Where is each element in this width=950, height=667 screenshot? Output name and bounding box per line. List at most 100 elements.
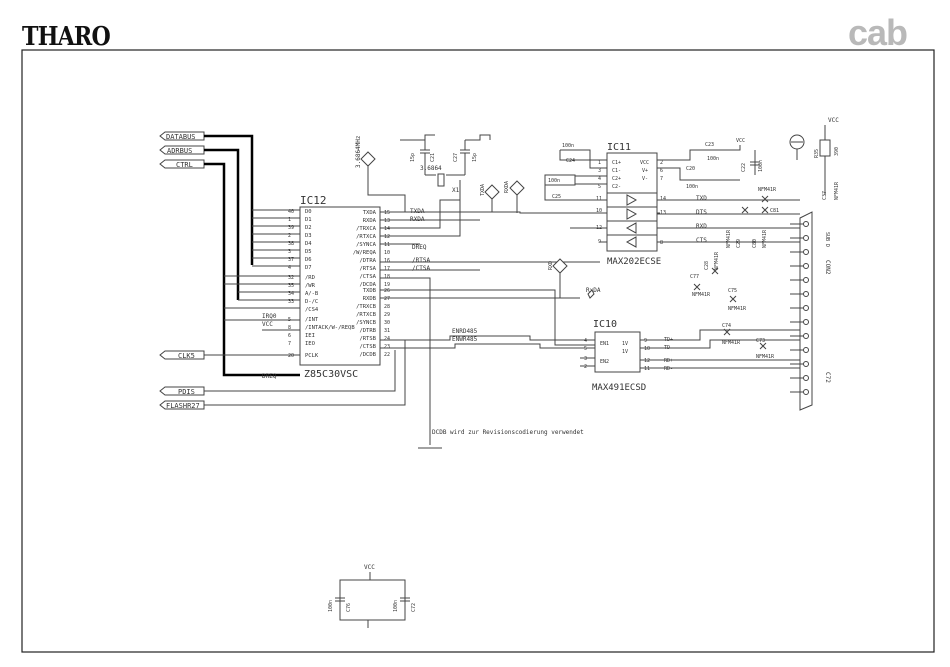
ic12-pin-left: /INTACK/W-/REQB (305, 325, 355, 331)
ic12-pin-num-right: 19 (384, 282, 390, 288)
dcdb-note: DCDB wird zur Revisionscodierung verwend… (432, 429, 584, 436)
svg-text:100n: 100n (548, 178, 560, 184)
svg-text:NFM41R: NFM41R (692, 292, 711, 298)
svg-text:EN2: EN2 (600, 359, 609, 365)
c27: C27 15p (453, 140, 478, 175)
dreq-label-left: DREQ (262, 373, 277, 380)
ic12-pin-num-right: 24 (384, 336, 390, 342)
db25-pin (803, 375, 809, 381)
ic12-pin-num-right: 11 (384, 242, 390, 248)
schematic-frame (21, 49, 935, 653)
ic12-pin-num-left: 33 (288, 299, 294, 305)
svg-text:RD-: RD- (664, 366, 673, 372)
dcap1-name: C76 (346, 603, 352, 612)
svg-text:C23: C23 (705, 142, 714, 148)
svg-text:C1+: C1+ (612, 160, 621, 166)
adrbus-line (204, 148, 240, 300)
test-point-diamond-1 (360, 151, 376, 167)
ic12-pin-left: /INT (305, 317, 319, 323)
svg-text:2: 2 (660, 160, 663, 166)
svg-text:NFM41R: NFM41R (714, 251, 720, 270)
test-point-txda (484, 184, 500, 200)
db25-pin (803, 235, 809, 241)
ctrl-taps (224, 275, 300, 321)
nfm-filter-labels: NFM41R C81 NFM41R C29 C80 NFM41R C28 NFM… (690, 187, 779, 360)
svg-text:100n: 100n (758, 160, 764, 172)
db25-pin (803, 263, 809, 269)
port-ctrl: CTRL (159, 159, 205, 169)
nfm-vert-label2: NFM41R (834, 181, 840, 200)
ic12-pin-num-left: 1 (288, 217, 291, 223)
ic12-pin-num-left: 7 (288, 341, 291, 347)
svg-text:9: 9 (598, 239, 601, 245)
ic12-pin-num-left: 32 (288, 275, 294, 281)
c21-top (400, 134, 435, 141)
port-adrbus: ADRBUS (159, 145, 205, 155)
chassis-wire (791, 141, 803, 160)
ic12-label: IC12 (300, 194, 327, 207)
svg-text:DATABUS: DATABUS (166, 133, 196, 141)
ic12-pin-right: /RTSA (359, 266, 376, 272)
ic12-pin-num-right: 23 (384, 344, 390, 350)
databus-line (204, 134, 254, 265)
svg-text:7: 7 (660, 176, 663, 182)
ic12-pin-num-right: 31 (384, 328, 390, 334)
vcc-label-ic12: VCC (262, 321, 273, 328)
ic12-pin-num-right: 28 (384, 304, 390, 310)
svg-text:14: 14 (660, 196, 666, 202)
ic12-pin-right: /RTXCA (356, 234, 377, 240)
ic12-pin-num-right: 15 (384, 210, 390, 216)
ic12-pin-num-left: 35 (288, 283, 294, 289)
ic11-pin-numbers: 1 3 4 5 11 10 12 9 2 6 14 7 13 8 (596, 160, 666, 246)
ic11-part: MAX202ECSE (607, 257, 661, 267)
db25-pin (803, 249, 809, 255)
svg-text:VCC: VCC (736, 138, 745, 144)
txda-net-label: TXDA (410, 208, 425, 215)
cab-logo: cab (848, 12, 908, 53)
ic12-pin-right: RXDB (363, 296, 377, 302)
ic12-pin-right: /RTXCB (356, 312, 377, 318)
db25-pin (803, 305, 809, 311)
svg-text:11: 11 (596, 196, 602, 202)
ic12-pin-left: D5 (305, 249, 312, 255)
ic12-pin-left: D-/C (305, 299, 318, 305)
tharo-logo: THARO (22, 22, 111, 52)
port-databus: DATABUS (159, 131, 205, 141)
db25-pin (803, 319, 809, 325)
ic12-pin-num-left: 5 (288, 317, 291, 323)
db25-connector: CON2 SUB D C72 (790, 211, 831, 411)
test-point-small (587, 289, 595, 299)
ic12-pin-num-left: 6 (288, 333, 291, 339)
svg-text:C73: C73 (756, 338, 765, 344)
port-clk5: CLK5 (159, 350, 205, 360)
svg-text:C21: C21 (430, 153, 436, 162)
filter-cross-marks (693, 195, 769, 350)
ic12-pin-num-right: 14 (384, 226, 390, 232)
ic10-wires (500, 329, 800, 369)
db25-pin (803, 347, 809, 353)
svg-text:SUB D: SUB D (824, 232, 830, 247)
ic12-pin-left: D1 (305, 217, 312, 223)
ic12-pin-num-right: 29 (384, 312, 390, 318)
data-bus-taps (252, 209, 300, 267)
ic11-buffers (607, 192, 657, 248)
ic11-pin-labels: C1+ C1- C2+ C2- VCC V+ V- (612, 160, 649, 190)
svg-text:C2+: C2+ (612, 176, 621, 182)
svg-text:13: 13 (660, 210, 666, 216)
enwr485-label: ENWR485 (452, 336, 478, 343)
svg-text:5: 5 (598, 184, 601, 190)
ic12-pin-num-left: 8 (288, 325, 291, 331)
ic12-pin-right: TXDA (363, 210, 377, 216)
ic12-pin-num-right: 30 (384, 320, 390, 326)
test-point-485 (552, 258, 568, 274)
txd-label: TXD (696, 195, 707, 202)
ic12-pin-left: IEI (305, 333, 315, 339)
svg-text:1V: 1V (622, 341, 628, 347)
pdis-wire (204, 350, 396, 392)
ic12-pin-num-right: 26 (384, 288, 390, 294)
flashr27-wire (204, 340, 406, 406)
svg-text:CLK5: CLK5 (178, 352, 195, 360)
ic12-pin-num-left: 2 (288, 233, 291, 239)
ic11-wires (520, 145, 800, 243)
